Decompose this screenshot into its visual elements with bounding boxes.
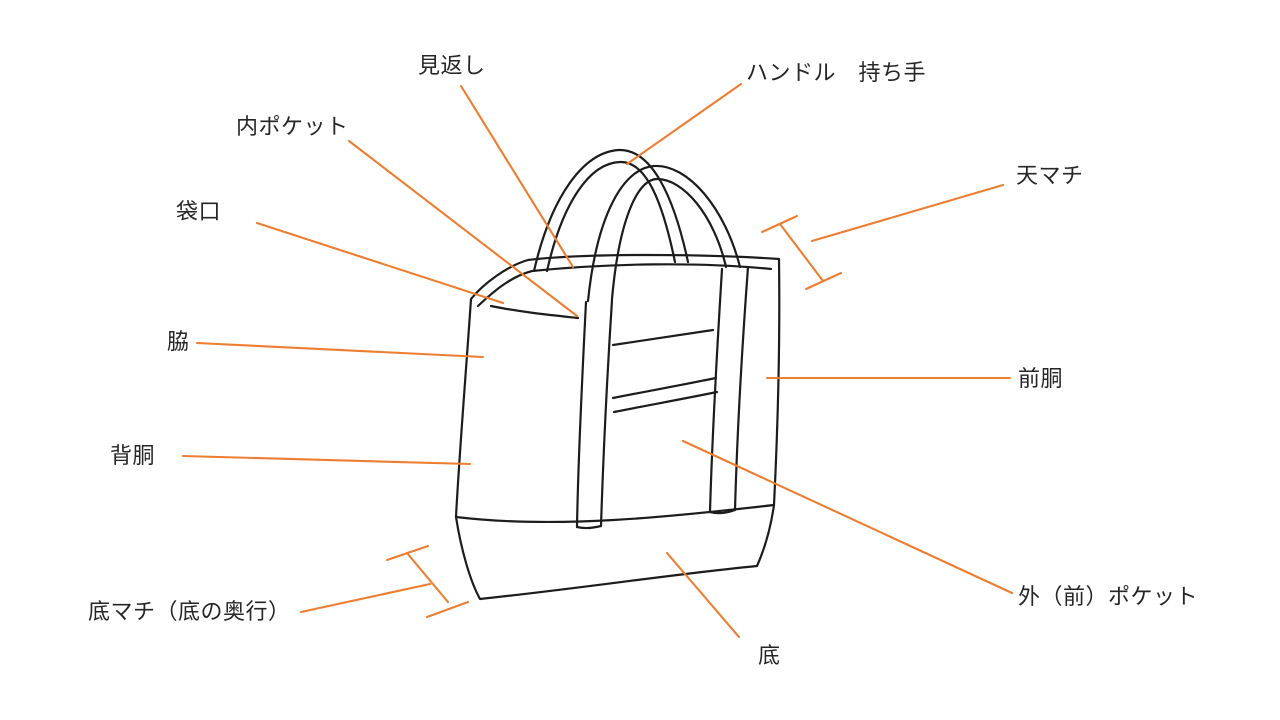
back-handle-inner-edge	[545, 160, 677, 273]
label-side: 脇	[167, 329, 190, 354]
front-strap-right-inner-edge	[708, 267, 724, 514]
front-handle-arc-inner-edge	[610, 177, 728, 301]
label-front-body: 前胴	[1018, 366, 1064, 391]
leader-top-gusset	[810, 183, 1005, 243]
leader-lines	[181, 82, 1014, 639]
front-handle-arc-outer-edge	[586, 164, 742, 303]
front-strap-left-outer-edge	[575, 300, 588, 529]
leader-bottom-gusset	[299, 582, 432, 614]
bag-opening-inner-edge-mid	[611, 328, 715, 347]
label-mikaeshi: 見返し	[418, 53, 486, 78]
dimension-tick	[804, 271, 843, 291]
front-pocket-hem-top-line	[611, 376, 718, 400]
leader-outer-front-pocket	[681, 439, 1014, 595]
leader-handle	[625, 82, 743, 166]
dimension-line	[405, 551, 450, 604]
leader-bag-opening	[255, 221, 505, 305]
label-back-body: 背胴	[110, 443, 156, 468]
label-inner-pocket: 内ポケット	[236, 114, 349, 139]
bag-rim-inner-line	[476, 263, 773, 308]
label-top-gusset: 天マチ	[1016, 163, 1084, 188]
leader-bottom	[665, 551, 741, 639]
leader-inner-pocket	[347, 139, 579, 318]
bag-body-outline	[454, 253, 781, 601]
label-bottom: 底	[758, 643, 781, 668]
dimension-line	[778, 222, 825, 283]
label-outer-front-pocket: 外（前）ポケット	[1018, 584, 1199, 609]
bag-opening-inner-edge-left	[489, 304, 580, 320]
dimension-tick	[425, 600, 470, 619]
label-handle: ハンドル 持ち手	[746, 60, 927, 85]
label-bottom-gusset: 底マチ（底の奥行）	[88, 599, 291, 624]
leader-side	[195, 341, 485, 359]
front-pocket-hem-bottom-line	[612, 390, 719, 414]
front-strap-left-inner-edge	[599, 298, 614, 528]
label-bag-opening: 袋口	[176, 199, 222, 224]
base-panel-top-line	[454, 503, 776, 524]
bottom-gusset-dimension-marker	[385, 544, 470, 619]
leader-mikaeshi	[459, 84, 575, 269]
front-strap-left-end	[575, 524, 603, 530]
back-handle-outer-edge	[532, 148, 690, 273]
top-gusset-dimension-marker	[760, 214, 843, 291]
front-strap-right-outer-edge	[733, 265, 750, 512]
leader-back-body	[181, 454, 472, 466]
tote-bag-drawing	[454, 148, 781, 601]
